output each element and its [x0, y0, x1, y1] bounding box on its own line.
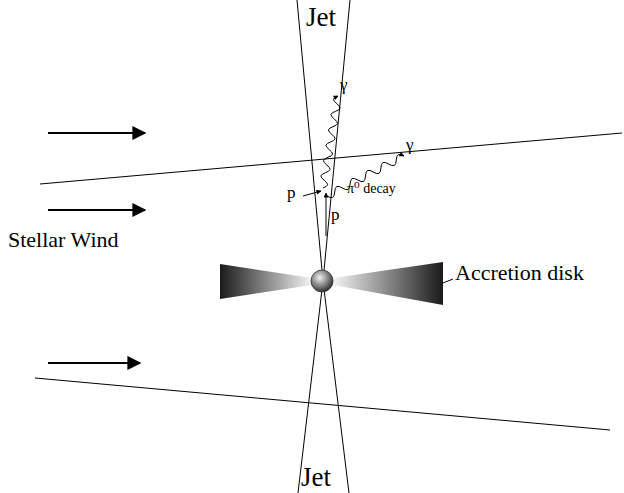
proton-label: p: [331, 206, 340, 223]
gamma-ray: [321, 96, 340, 188]
jet-label: Jet: [301, 464, 331, 491]
jet-label: Jet: [306, 4, 336, 31]
gamma-ray: [327, 155, 404, 198]
gamma-label: γ: [340, 76, 348, 93]
proton-label: p: [287, 184, 296, 201]
wind-label: Stellar Wind: [8, 229, 119, 251]
decay-label: π⁰ decay: [347, 182, 396, 196]
gamma-label: γ: [406, 136, 414, 153]
disk-label: Accretion disk: [455, 262, 584, 284]
